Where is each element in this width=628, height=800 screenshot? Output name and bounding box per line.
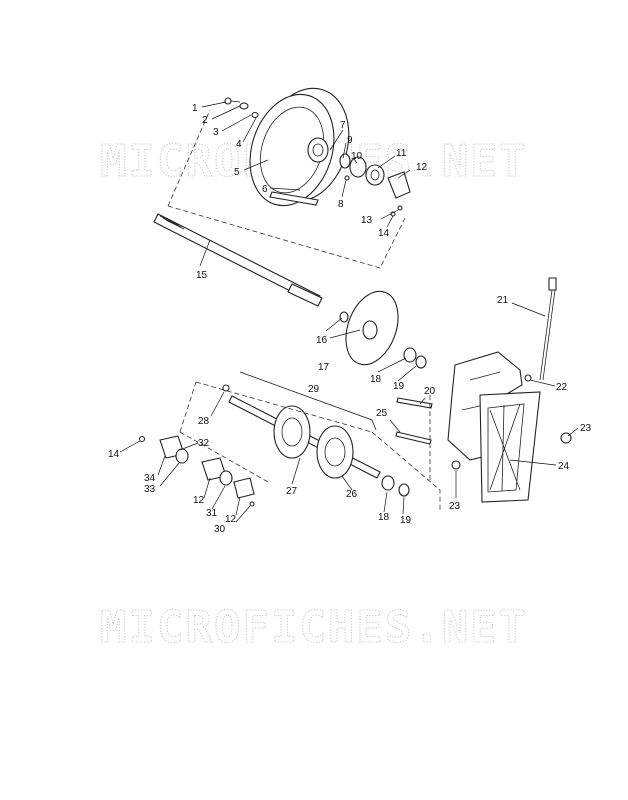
callout-19: 19 (393, 381, 405, 392)
callout-24: 24 (558, 461, 570, 472)
callout-14-lower: 14 (108, 449, 120, 460)
callout-30: 30 (214, 524, 226, 535)
brake-disc (339, 290, 427, 369)
callout-16: 16 (316, 335, 328, 346)
callout-6: 6 (262, 184, 268, 195)
bolt-25 (395, 431, 432, 445)
callout-1: 1 (192, 103, 198, 114)
drive-sprocket-assembly (224, 87, 411, 217)
callout-27: 27 (286, 486, 298, 497)
callout-13: 13 (361, 215, 373, 226)
callout-12-lower: 12 (193, 495, 205, 506)
callout-18: 18 (370, 374, 382, 385)
callout-2: 2 (202, 115, 208, 126)
leader-lines (119, 101, 579, 523)
callout-12-lowest: 12 (225, 514, 237, 525)
lower-drive-shaft (222, 384, 410, 497)
callout-33: 33 (144, 484, 156, 495)
callout-9: 9 (347, 135, 353, 146)
callout-18-lower: 18 (378, 512, 390, 523)
callout-11: 11 (396, 148, 407, 159)
drive-shaft (153, 213, 323, 307)
group-outline-bottom (179, 381, 441, 510)
callout-3: 3 (213, 127, 219, 138)
bolt-20 (396, 397, 433, 409)
callout-10: 10 (351, 151, 363, 162)
callout-21: 21 (497, 295, 509, 306)
group-outline-top (167, 109, 406, 269)
callout-14: 14 (378, 228, 390, 239)
callout-29: 29 (308, 384, 320, 395)
callout-20: 20 (424, 386, 436, 397)
callout-7: 7 (340, 120, 346, 131)
callout-34: 34 (144, 473, 156, 484)
watermark-bottom: MICROFICHES.NET (100, 602, 527, 653)
bracket-29 (239, 371, 377, 431)
callout-labels: 1 2 3 4 5 6 7 9 10 11 12 8 13 14 15 16 1… (108, 103, 592, 535)
callout-26: 26 (346, 489, 358, 500)
callout-23: 23 (580, 423, 592, 434)
callout-19-lower: 19 (400, 515, 412, 526)
callout-17: 17 (318, 362, 330, 373)
bearing-housing-set (138, 435, 255, 507)
callout-23-lower: 23 (449, 501, 461, 512)
callout-25: 25 (376, 408, 388, 419)
callout-5: 5 (234, 167, 240, 178)
callout-31: 31 (206, 508, 218, 519)
callout-28: 28 (198, 416, 210, 427)
callout-32: 32 (198, 438, 210, 449)
callout-12: 12 (416, 162, 428, 173)
callout-15: 15 (196, 270, 208, 281)
callout-8: 8 (338, 199, 344, 210)
callout-22: 22 (556, 382, 568, 393)
chaincase-housing (447, 277, 572, 503)
callout-4: 4 (236, 139, 242, 150)
